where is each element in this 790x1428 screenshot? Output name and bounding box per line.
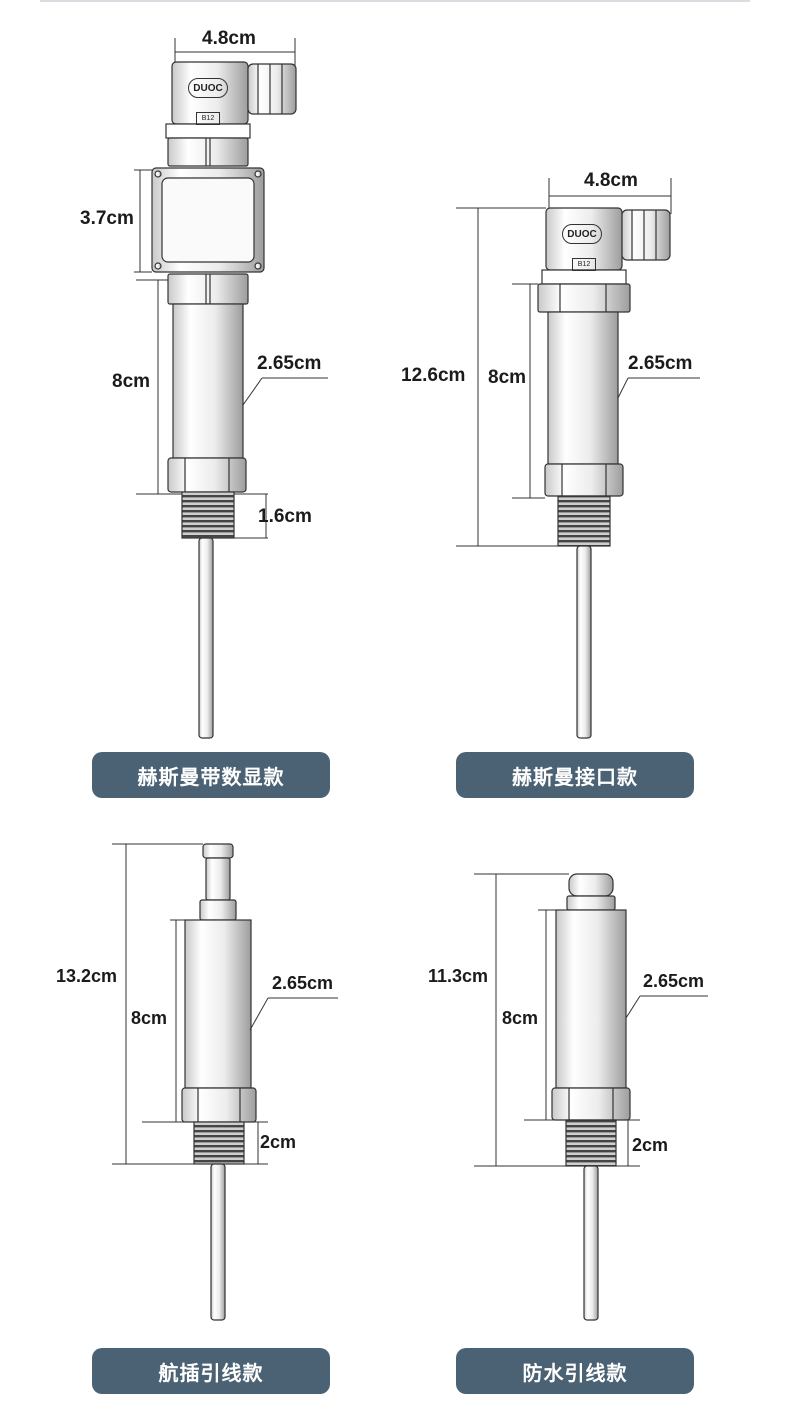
bottom-hex: [544, 463, 624, 497]
cable-gland-cap: [568, 873, 614, 897]
connector-logo-1: DUOC: [188, 78, 228, 98]
p1-display-height-label: 3.7cm: [80, 208, 134, 229]
p2-total-height-label: 12.6cm: [401, 365, 466, 386]
p1-thread-length-label: 1.6cm: [258, 506, 312, 527]
bottom-hex: [181, 1087, 257, 1123]
p2-top-width-label: 4.8cm: [584, 170, 638, 191]
p1-diameter-label: 2.65cm: [257, 353, 322, 374]
caption-aviation-plug: 航插引线款: [92, 1348, 330, 1394]
upper-hex-nut: [537, 283, 631, 313]
p4-diameter-label: 2.65cm: [643, 971, 705, 991]
p4-total-height-label: 11.3cm: [428, 966, 489, 986]
p2-body-length-label: 8cm: [488, 367, 527, 388]
p2-diameter-label: 2.65cm: [628, 353, 693, 374]
p3-total-height-label: 13.2cm: [56, 966, 118, 986]
thread: [181, 491, 235, 539]
p3-body-length-label: 8cm: [131, 1008, 168, 1028]
p1-body-length-label: 8cm: [112, 371, 151, 392]
upper-hex-nut: [167, 137, 249, 167]
sensor-body: [555, 909, 627, 1089]
caption-hirschmann-interface: 赫斯曼接口款: [456, 752, 694, 798]
caption-hirschmann-display: 赫斯曼带数显款: [92, 752, 330, 798]
aviation-plug-stem: [205, 857, 231, 901]
p4-thread-length-label: 2cm: [632, 1135, 669, 1155]
caption-waterproof-cable: 防水引线款: [456, 1348, 694, 1394]
p4-body-length-label: 8cm: [502, 1008, 539, 1028]
product-3-drawing: [181, 843, 257, 1321]
cable-gland-nut: [566, 895, 616, 911]
sensor-body: [184, 919, 252, 1089]
thread: [557, 495, 611, 547]
probe-rod: [198, 537, 214, 739]
sensor-body: [172, 303, 244, 459]
connector-cable-gland: [621, 209, 671, 261]
p3-thread-length-label: 2cm: [260, 1132, 297, 1152]
connector-cable-gland: [247, 63, 297, 115]
bottom-hex: [551, 1087, 631, 1121]
top-divider: [40, 0, 750, 2]
bottom-hex: [167, 457, 247, 493]
connector-code-1: B12: [196, 112, 220, 125]
probe-rod: [210, 1163, 226, 1321]
aviation-plug-base: [199, 899, 237, 921]
product-2-drawing: [537, 207, 671, 739]
thread: [565, 1119, 617, 1167]
product-1-drawing: [151, 61, 297, 739]
p1-top-width-label: 4.8cm: [202, 28, 256, 49]
sensor-body: [547, 311, 619, 465]
probe-rod: [583, 1165, 599, 1321]
p3-diameter-label: 2.65cm: [272, 973, 334, 993]
connector-code-2: B12: [572, 258, 596, 271]
aviation-plug-cap: [202, 843, 234, 859]
probe-rod: [576, 545, 592, 739]
product-4-drawing: [551, 873, 631, 1321]
display-window: [161, 177, 255, 263]
connector-logo-2: DUOC: [562, 224, 602, 244]
lower-hex-nut: [167, 273, 249, 305]
thread: [193, 1121, 245, 1165]
